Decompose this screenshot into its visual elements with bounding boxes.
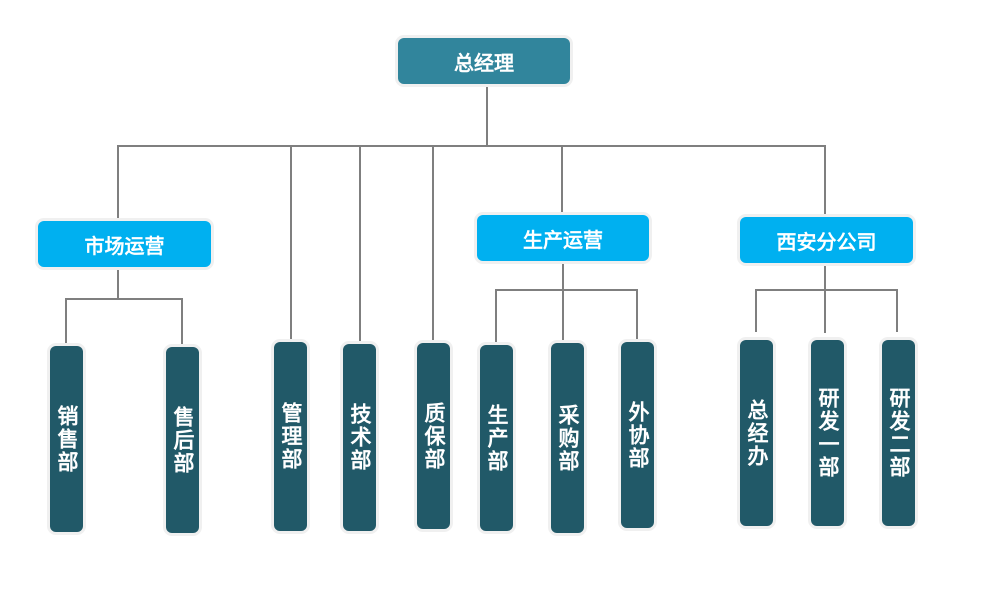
node-leaf-rd-1[interactable]: 研发一部 xyxy=(811,340,844,526)
node-group-xian[interactable]: 西安分公司 xyxy=(740,217,913,263)
node-leaf-production[interactable]: 生产部 xyxy=(480,345,513,531)
node-group-market[interactable]: 市场运营 xyxy=(38,221,211,267)
node-group-production[interactable]: 生产运营 xyxy=(477,215,649,261)
node-leaf-purchasing[interactable]: 采购部 xyxy=(551,343,584,533)
node-leaf-gm-office[interactable]: 总经办 xyxy=(740,340,773,526)
node-leaf-sales[interactable]: 销售部 xyxy=(50,346,83,532)
node-leaf-management[interactable]: 管理部 xyxy=(274,342,307,531)
node-root[interactable]: 总经理 xyxy=(398,38,570,84)
node-leaf-rd-2[interactable]: 研发二部 xyxy=(882,340,915,526)
node-leaf-after-sales[interactable]: 售后部 xyxy=(166,347,199,533)
node-leaf-quality[interactable]: 质保部 xyxy=(417,343,450,529)
node-leaf-outsourcing[interactable]: 外协部 xyxy=(621,342,654,528)
node-leaf-technology[interactable]: 技术部 xyxy=(343,344,376,531)
